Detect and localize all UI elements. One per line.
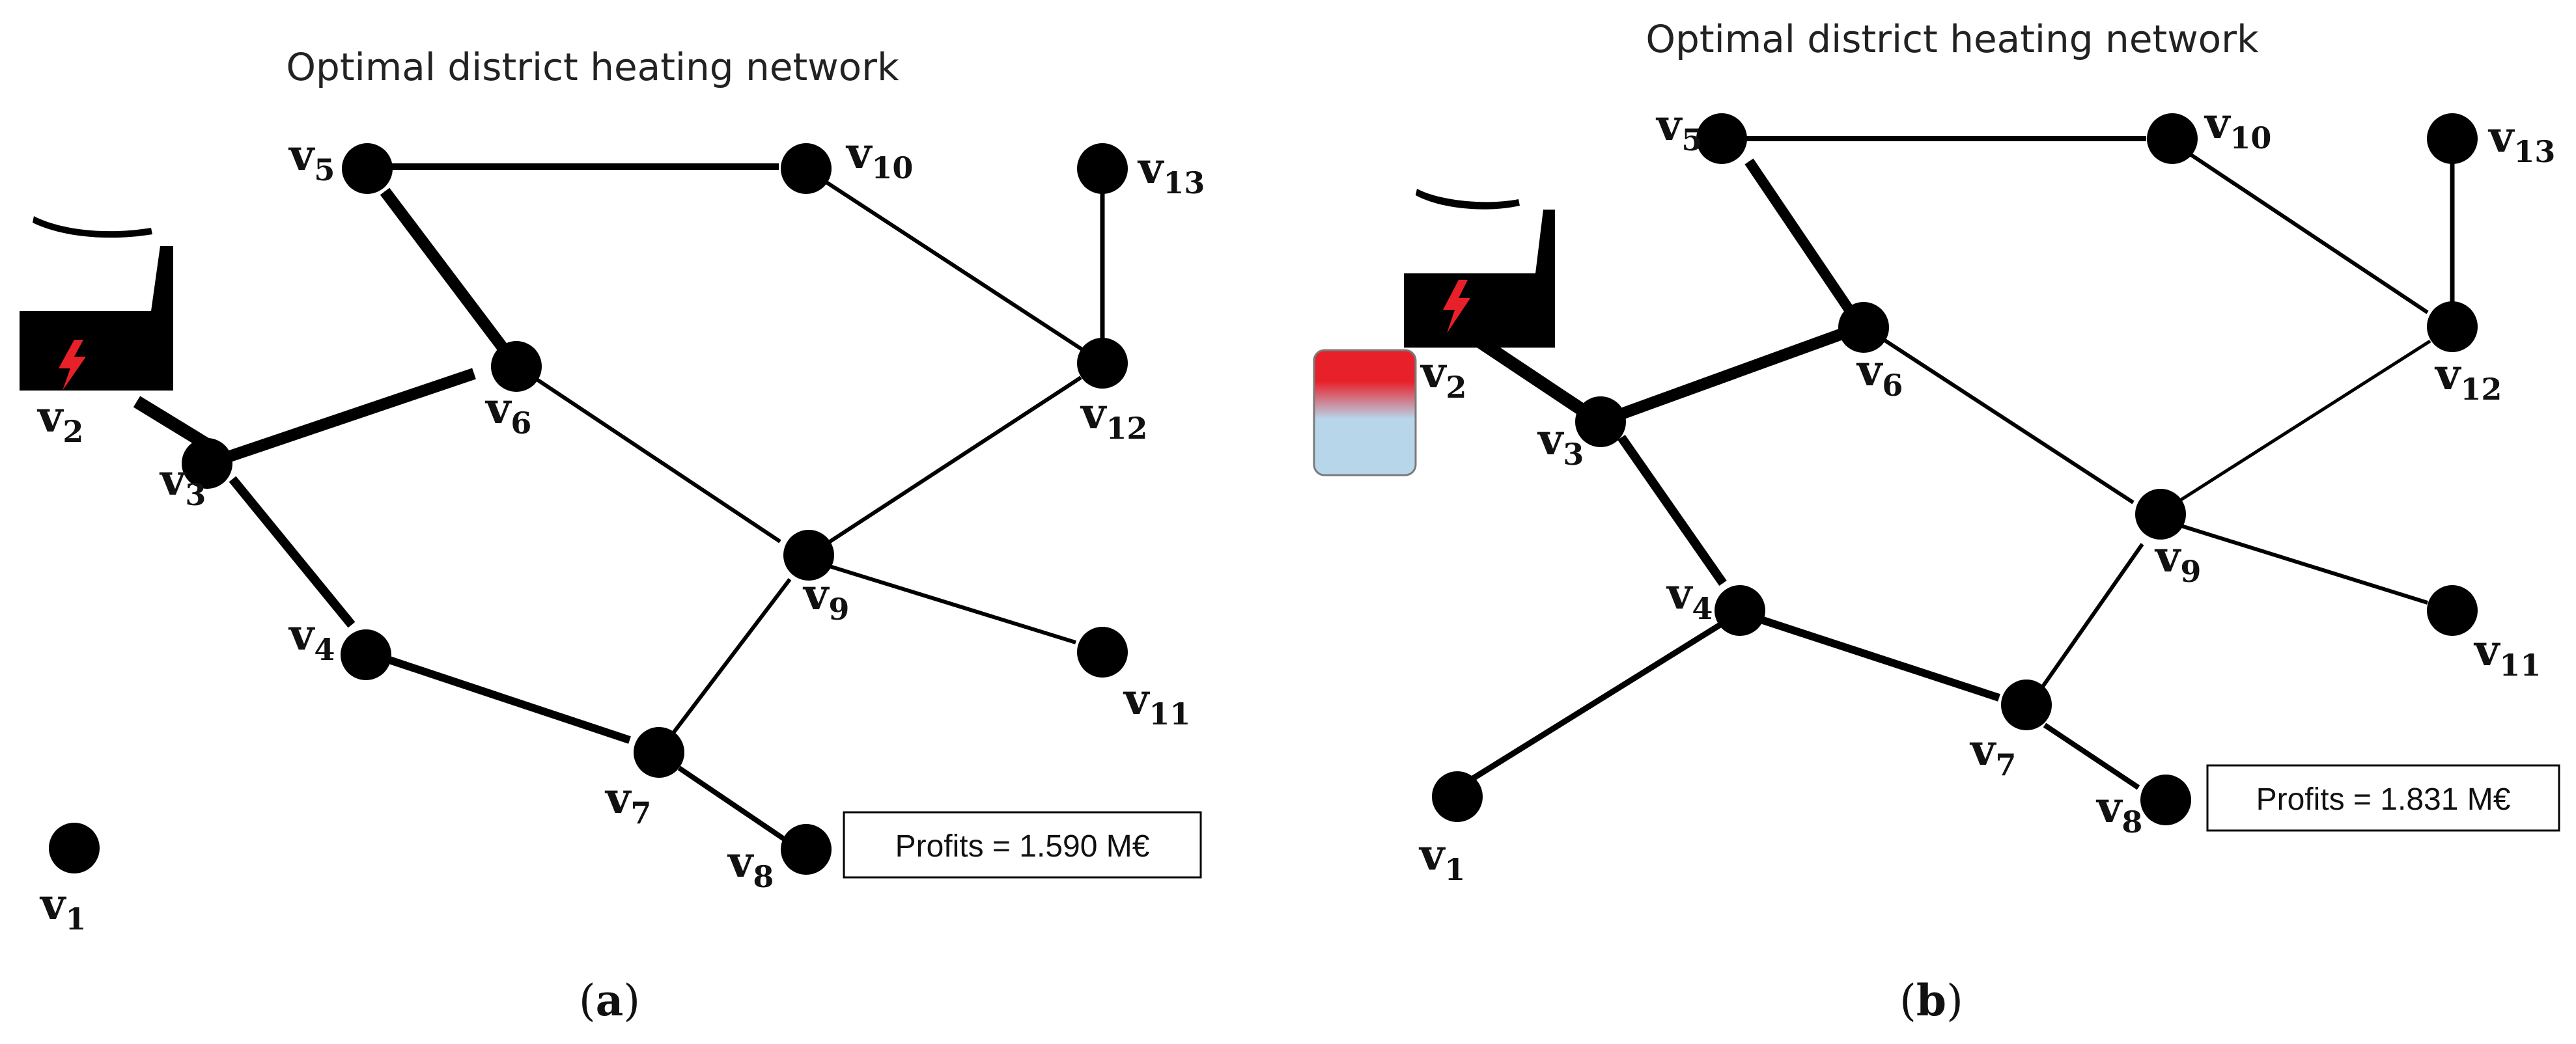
edge-v7-v9 [2037,543,2144,693]
label-v9: v9 [2154,531,2201,589]
label-v3: v3 [159,454,206,512]
panel-a-profits-box: Profits = 1.590 M€ [843,811,1202,879]
thermal-storage-tank-icon [1313,349,1417,476]
label-v13: v13 [2487,111,2555,169]
label-v8: v8 [2095,782,2142,840]
node-v8 [2140,775,2191,825]
label-v8: v8 [727,836,774,894]
edge-v6-v5 [380,187,512,357]
node-v1 [1432,771,1483,822]
edge-v2-v3 [133,396,211,450]
label-v5: v5 [288,130,335,187]
panel-a-node-labels: v1 v2 v3 v4 v5 v6 v7 v8 v9 v10 v11 v12 v… [36,128,1205,937]
label-v10: v10 [845,128,913,185]
node-v6 [1838,302,1889,353]
edge-v6-v9 [533,376,781,543]
panel-a-title: Optimal district heating network [286,45,899,89]
label-v2: v2 [36,391,83,449]
label-v2: v2 [1420,347,1466,405]
label-v5: v5 [1655,100,1702,158]
edge-v3-v4 [229,476,356,628]
label-v7: v7 [1969,724,2016,782]
node-v11 [1077,627,1128,678]
profits-text-a: Profits = 1.590 M€ [895,829,1150,864]
edge-v7-v8 [677,765,786,842]
edge-v9-v11 [2181,524,2428,605]
panel-b-edges [1461,136,2455,790]
label-v13: v13 [1137,143,1205,200]
panel-a-nodes [49,143,1128,875]
node-v9 [783,530,834,581]
edge-v10-v12 [823,179,1084,351]
node-v5 [1696,113,1747,164]
node-v13 [1077,143,1128,194]
panel-b-title: Optimal district heating network [1645,17,2259,61]
edge-v7-v9 [671,578,792,734]
node-v12 [2427,301,2478,352]
node-v7 [634,727,684,778]
profits-text-b: Profits = 1.831 M€ [2256,782,2511,817]
edge-v9-v11 [829,564,1076,644]
node-v4 [1715,585,1765,636]
panel-b-node-labels: v1 v2 v3 v4 v5 v6 v7 v8 v9 v10 v11 v12 v… [1418,98,2555,887]
node-v3 [182,438,232,489]
edge-v3-v4 [1617,434,1727,586]
edge-v3-v6 [1619,329,1843,420]
node-v3 [1575,396,1626,447]
node-v12 [1077,338,1128,389]
edge-v7-v8 [2043,722,2140,790]
node-v10 [781,143,832,194]
node-v11 [2427,585,2478,636]
label-v7: v7 [604,773,651,831]
edge-v9-v12 [826,376,1082,545]
panel-b-profits-box: Profits = 1.831 M€ [2206,764,2560,832]
label-v6: v6 [484,383,531,441]
node-v7 [2001,680,2052,730]
panel-a-caption: (a) [579,975,640,1026]
label-v6: v6 [1856,345,1903,403]
edge-v10-v12 [2188,152,2429,314]
label-v11: v11 [1123,674,1190,732]
panel-a-edges [133,163,1105,842]
edge-v6-v5 [1744,158,1856,317]
edge-v3-v6 [222,368,476,464]
node-v5 [342,143,393,194]
node-v6 [491,341,542,392]
node-v13 [2427,113,2478,164]
panel-b: Optimal district heating network [1313,17,2560,1026]
label-v1: v1 [1418,829,1465,887]
node-v4 [341,629,391,680]
node-v8 [781,824,832,875]
label-v11: v11 [2473,625,2541,683]
edge-v4-v7 [384,655,631,744]
label-v1: v1 [39,879,86,937]
panel-b-caption: (b) [1899,975,1963,1026]
edge-v6-v9 [1881,337,2135,504]
node-v9 [2135,489,2186,540]
power-plant-icon [1404,189,1555,348]
label-v4: v4 [288,609,335,667]
label-v3: v3 [1537,414,1584,472]
label-v12: v12 [1080,388,1147,446]
power-plant-icon [20,216,173,391]
panel-a: Optimal district heating network [20,45,1205,1026]
node-v1 [49,823,100,873]
edge-v9-v12 [2177,339,2431,503]
node-v10 [2147,113,2198,164]
label-v10: v10 [2204,98,2271,156]
edge-v4-v7 [1752,613,2000,702]
panel-b-nodes [1432,113,2478,825]
label-v9: v9 [802,569,849,627]
label-v4: v4 [1666,568,1713,626]
label-v12: v12 [2434,349,2502,407]
edge-v4-v1 [1471,620,1726,781]
